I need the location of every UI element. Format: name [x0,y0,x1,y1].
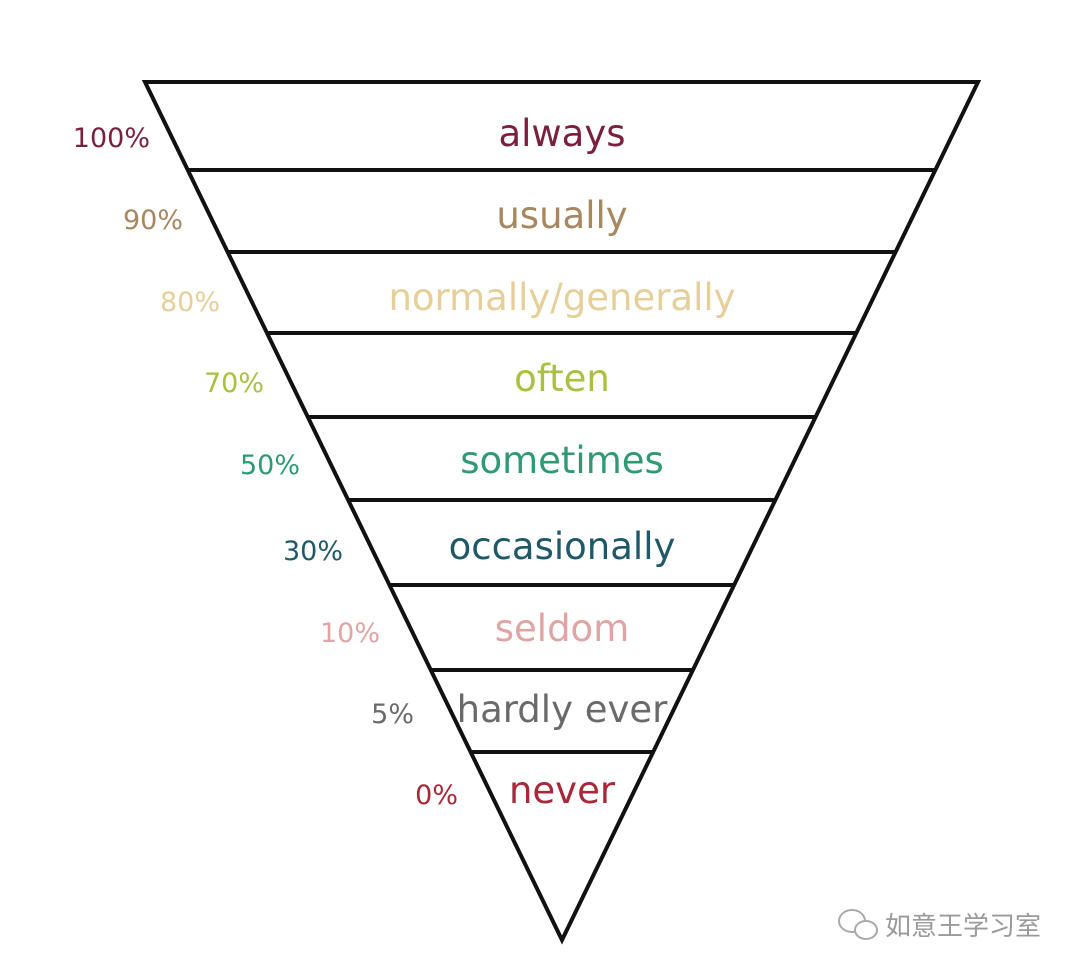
frequency-percent: 50% [240,450,300,481]
frequency-word: sometimes [460,439,664,482]
frequency-percent: 80% [160,287,220,318]
frequency-percent: 5% [371,699,414,730]
frequency-percent: 10% [320,618,380,649]
frequency-word: normally/generally [388,276,735,319]
frequency-percent: 90% [123,205,183,236]
frequency-word: always [498,112,625,155]
frequency-word: usually [496,194,627,237]
watermark: 如意王学习室 [838,909,1041,942]
frequency-word: occasionally [449,525,676,568]
triangle-outline [141,80,982,945]
frequency-word: seldom [495,607,630,650]
watermark-text: 如意王学习室 [885,912,1041,942]
wechat-icon [838,909,878,940]
frequency-word: never [509,769,616,812]
frequency-percent: 0% [415,780,458,811]
frequency-percent: 70% [204,368,264,399]
frequency-percent: 100% [73,123,150,154]
frequency-word: often [514,357,610,400]
frequency-percent: 30% [283,536,343,567]
frequency-word: hardly ever [457,688,669,731]
